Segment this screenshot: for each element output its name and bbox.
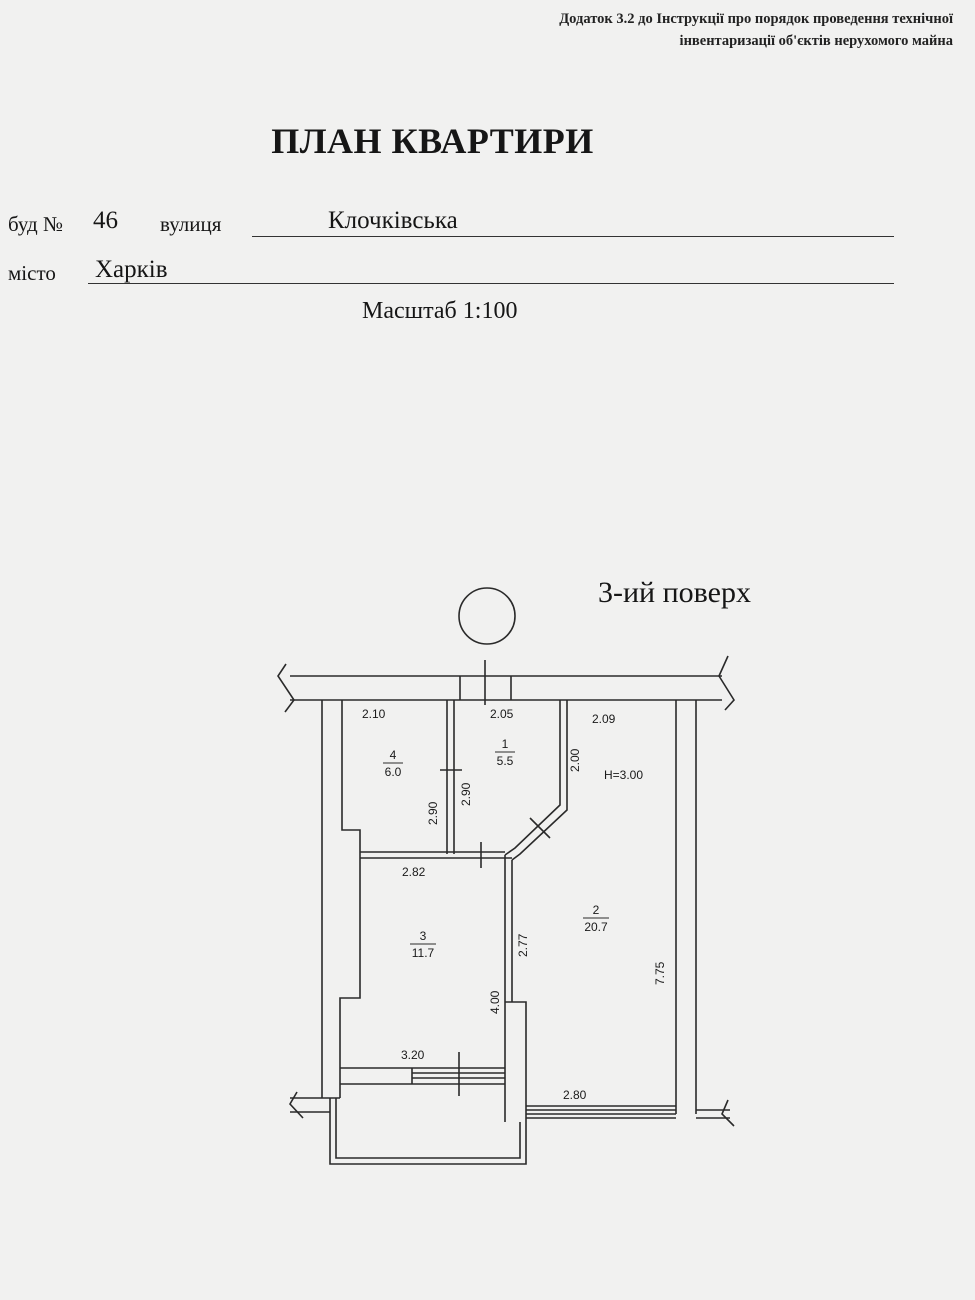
appendix-note: Додаток 3.2 до Інструкції про порядок пр… [559, 8, 953, 52]
partition-1-2 [504, 700, 568, 861]
dim-room1-depth: 2.90 [459, 782, 473, 806]
room-1-area: 5.5 [497, 754, 514, 768]
left-wall [321, 700, 361, 1098]
balcony-door [340, 1052, 505, 1096]
dim-room1-side: 2.00 [568, 748, 582, 772]
room-4-number: 4 [390, 748, 397, 762]
dim-room1-width: 2.05 [490, 707, 514, 721]
floor-label: 3-ий поверх [598, 576, 751, 609]
street-label: вулиця [160, 212, 222, 236]
dim-room4-width: 2.10 [362, 707, 386, 721]
house-label: буд № [8, 212, 64, 236]
partition-4-1 [440, 700, 462, 854]
room-3-number: 3 [420, 929, 427, 943]
ceiling-height: H=3.00 [604, 768, 643, 782]
appendix-line-2: інвентаризації об'єктів нерухомого майна [679, 33, 953, 49]
partition-3-2 [504, 855, 527, 1122]
dim-room2-width: 2.09 [592, 712, 616, 726]
top-wall [277, 655, 735, 713]
dim-room2-depth: 7.75 [653, 961, 667, 985]
north-circle-icon [458, 587, 516, 645]
page-title: ПЛАН КВАРТИРИ [271, 121, 594, 161]
city-underline [88, 283, 894, 284]
dim-balcony-width: 3.20 [401, 1048, 425, 1062]
house-number: 46 [93, 207, 118, 234]
street-name: Клочківська [328, 207, 458, 234]
room-2-number: 2 [593, 903, 600, 917]
city-name: Харків [95, 256, 168, 283]
entrance-door [459, 660, 512, 705]
room-3-area: 11.7 [412, 946, 435, 960]
right-wall [675, 700, 697, 1114]
dim-room2-bottom: 2.80 [563, 1088, 587, 1102]
balcony [329, 1098, 527, 1165]
room-1-number: 1 [502, 737, 509, 751]
dim-room3-side: 2.77 [516, 933, 530, 957]
dim-room3-width: 2.82 [402, 865, 426, 879]
partition-bottom-4-1 [360, 842, 512, 868]
room-4-area: 6.0 [385, 765, 402, 779]
dim-room4-depth: 2.90 [426, 801, 440, 825]
city-label: місто [8, 261, 56, 285]
bottom-wall [289, 1091, 735, 1127]
room-2-area: 20.7 [584, 920, 608, 934]
dim-room3-depth: 4.00 [488, 990, 502, 1014]
street-underline [252, 236, 894, 237]
scale-label: Масштаб 1:100 [362, 298, 518, 324]
appendix-line-1: Додаток 3.2 до Інструкції про порядок пр… [559, 11, 953, 27]
